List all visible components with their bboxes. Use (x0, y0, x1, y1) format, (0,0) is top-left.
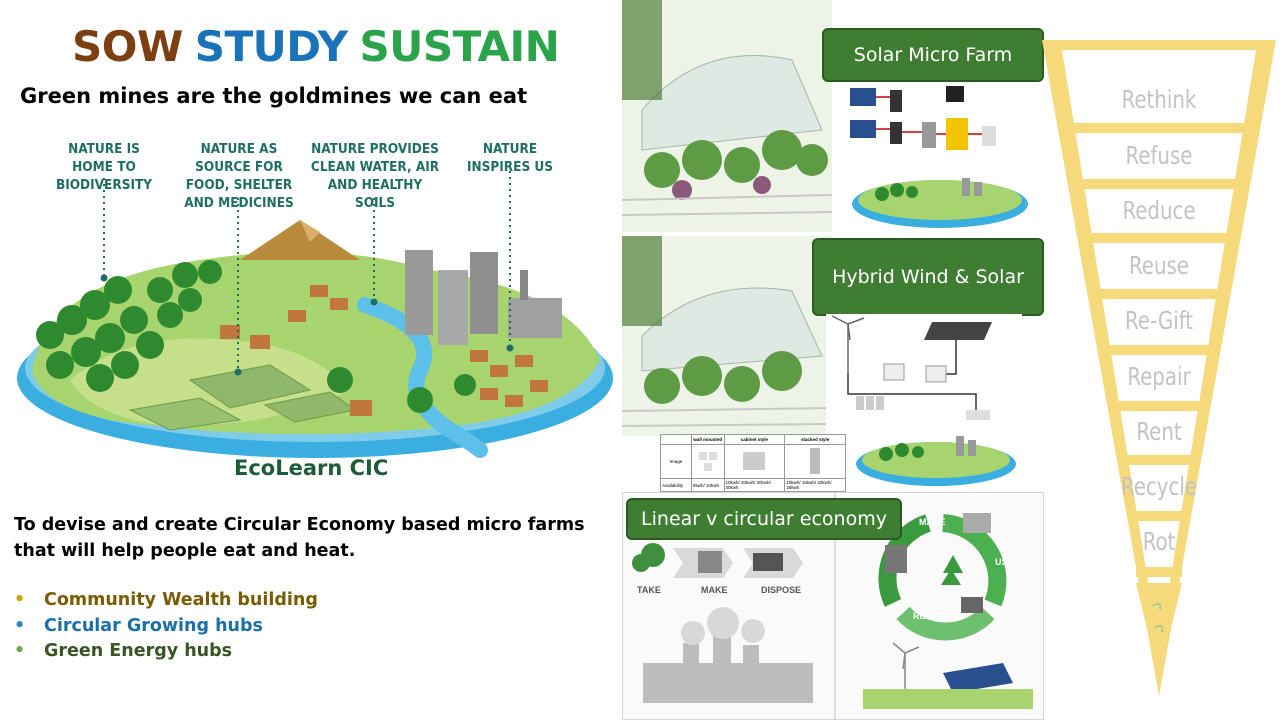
hybrid-wind-solar-label: Hybrid Wind & Solar (812, 238, 1044, 316)
funnel-item-repair: Repair (1127, 363, 1191, 392)
bin-icon (885, 545, 907, 573)
table-cell: 10kwh/ 15kwh/ 20kwh/ 25kwh (784, 478, 846, 492)
table-cell: 10kwh/ 20kwh/ 30kwh/ 40kwh (723, 478, 786, 492)
table-header: cabinet style (723, 434, 786, 445)
title-sustain: SUSTAIN (359, 22, 560, 71)
linear-step-make: MAKE (701, 585, 728, 595)
table-cell: Availability (660, 478, 692, 492)
linear-step-dispose: DISPOSE (761, 585, 801, 595)
callout-clean-water: NATURE PROVIDES CLEAN WATER, AIR AND HEA… (310, 141, 440, 211)
greenhouse-graphic (622, 0, 832, 232)
table-cell: Image (660, 444, 692, 479)
list-item: • Circular Growing hubs (14, 614, 318, 640)
bullet-text: Community Wealth building (44, 590, 318, 610)
funnel-item-rent: Rent (1136, 418, 1182, 447)
battery-icon (703, 462, 712, 471)
solar-diagram-graphic (842, 82, 1038, 232)
table-header (660, 434, 692, 445)
mission-statement: To devise and create Circular Economy ba… (14, 515, 585, 561)
linear-step-take: TAKE (637, 585, 661, 595)
bullet-marker: • (14, 615, 26, 636)
wind-turbine-icon (831, 315, 865, 374)
nature-island-illustration: NATURE IS HOME TO BIODIVERSITY NATURE AS… (10, 130, 620, 490)
bullet-marker: • (14, 641, 26, 661)
solar-panel-icon (943, 663, 1013, 693)
battery-icon (708, 451, 717, 460)
circular-step-recycle: RECYCLE (913, 611, 956, 621)
callout-food-shelter: NATURE AS SOURCE FOR FOOD, SHELTER AND M… (184, 141, 294, 211)
funnel-item-reduce: Reduce (1122, 197, 1196, 226)
battery-icon (698, 451, 707, 460)
recycle-icon (941, 555, 963, 585)
battery-cabinet-icon (743, 452, 766, 470)
funnel-item-rot: Rot (1142, 528, 1176, 557)
solar-micro-farm-label: Solar Micro Farm (822, 28, 1044, 82)
funnel-item-regift: Re-Gift (1124, 307, 1194, 336)
linear-vs-circular-label: Linear v circular economy (626, 498, 902, 540)
focus-list: • Community Wealth building • Circular Gro… (14, 588, 318, 665)
title-sow: SOW (72, 22, 183, 71)
callout-biodiversity: NATURE IS HOME TO BIODIVERSITY (55, 141, 153, 193)
table-cell (691, 444, 725, 479)
funnel-item-refuse: Refuse (1125, 142, 1193, 171)
waste-hierarchy-funnel: Rethink Refuse Reduce Reuse Re-Gift Repa… (1040, 38, 1278, 700)
table-header: wall mounted (691, 434, 725, 445)
greenhouse-photo-middle (622, 236, 832, 436)
circular-step-use: USE (995, 557, 1014, 567)
table-header: stacked style (784, 434, 846, 445)
hybrid-diagram-graphic (826, 314, 1022, 494)
bullet-text: Green Energy hubs (44, 641, 233, 661)
island-graphic (17, 165, 613, 458)
funnel-item-reuse: Reuse (1129, 252, 1189, 281)
title-study: STUDY (194, 22, 348, 71)
callout-inspires: NATURE INSPIRES US (466, 141, 554, 175)
factory-icon (698, 551, 722, 573)
brand-label: EcoLearn CIC (234, 456, 389, 480)
funnel-shape (1042, 40, 1276, 696)
subtitle: Green mines are the goldmines we can eat (20, 84, 528, 108)
battery-stack-icon (810, 448, 821, 474)
list-item: • Green Energy hubs (14, 639, 318, 665)
list-item: • Community Wealth building (14, 588, 318, 614)
table-cell (784, 444, 846, 479)
hybrid-system-diagram (826, 314, 1022, 494)
circular-step-make: MAKE (919, 517, 946, 527)
table-cell: 5kwh/ 10kwh (691, 478, 725, 492)
solar-array (924, 322, 992, 340)
tree-icon (632, 543, 665, 572)
battery-storage-table: wall mounted cabinet style stacked style… (660, 434, 846, 492)
funnel-item-recycle: Recycle (1120, 473, 1198, 502)
solar-system-diagram (842, 82, 1038, 232)
loop-arrow-icon (1151, 603, 1164, 633)
bullet-marker: • (14, 590, 26, 610)
greenhouse-photo-top (622, 0, 832, 232)
funnel-item-rethink: Rethink (1121, 86, 1197, 115)
solar-panel-icon (850, 88, 876, 138)
economy-graphic: TAKE MAKE DISPOSE MAKE USE RECYCLE (632, 493, 1033, 719)
bullet-text: Circular Growing hubs (44, 615, 263, 636)
table-cell (723, 444, 786, 479)
greenhouse-graphic-2 (622, 236, 832, 436)
